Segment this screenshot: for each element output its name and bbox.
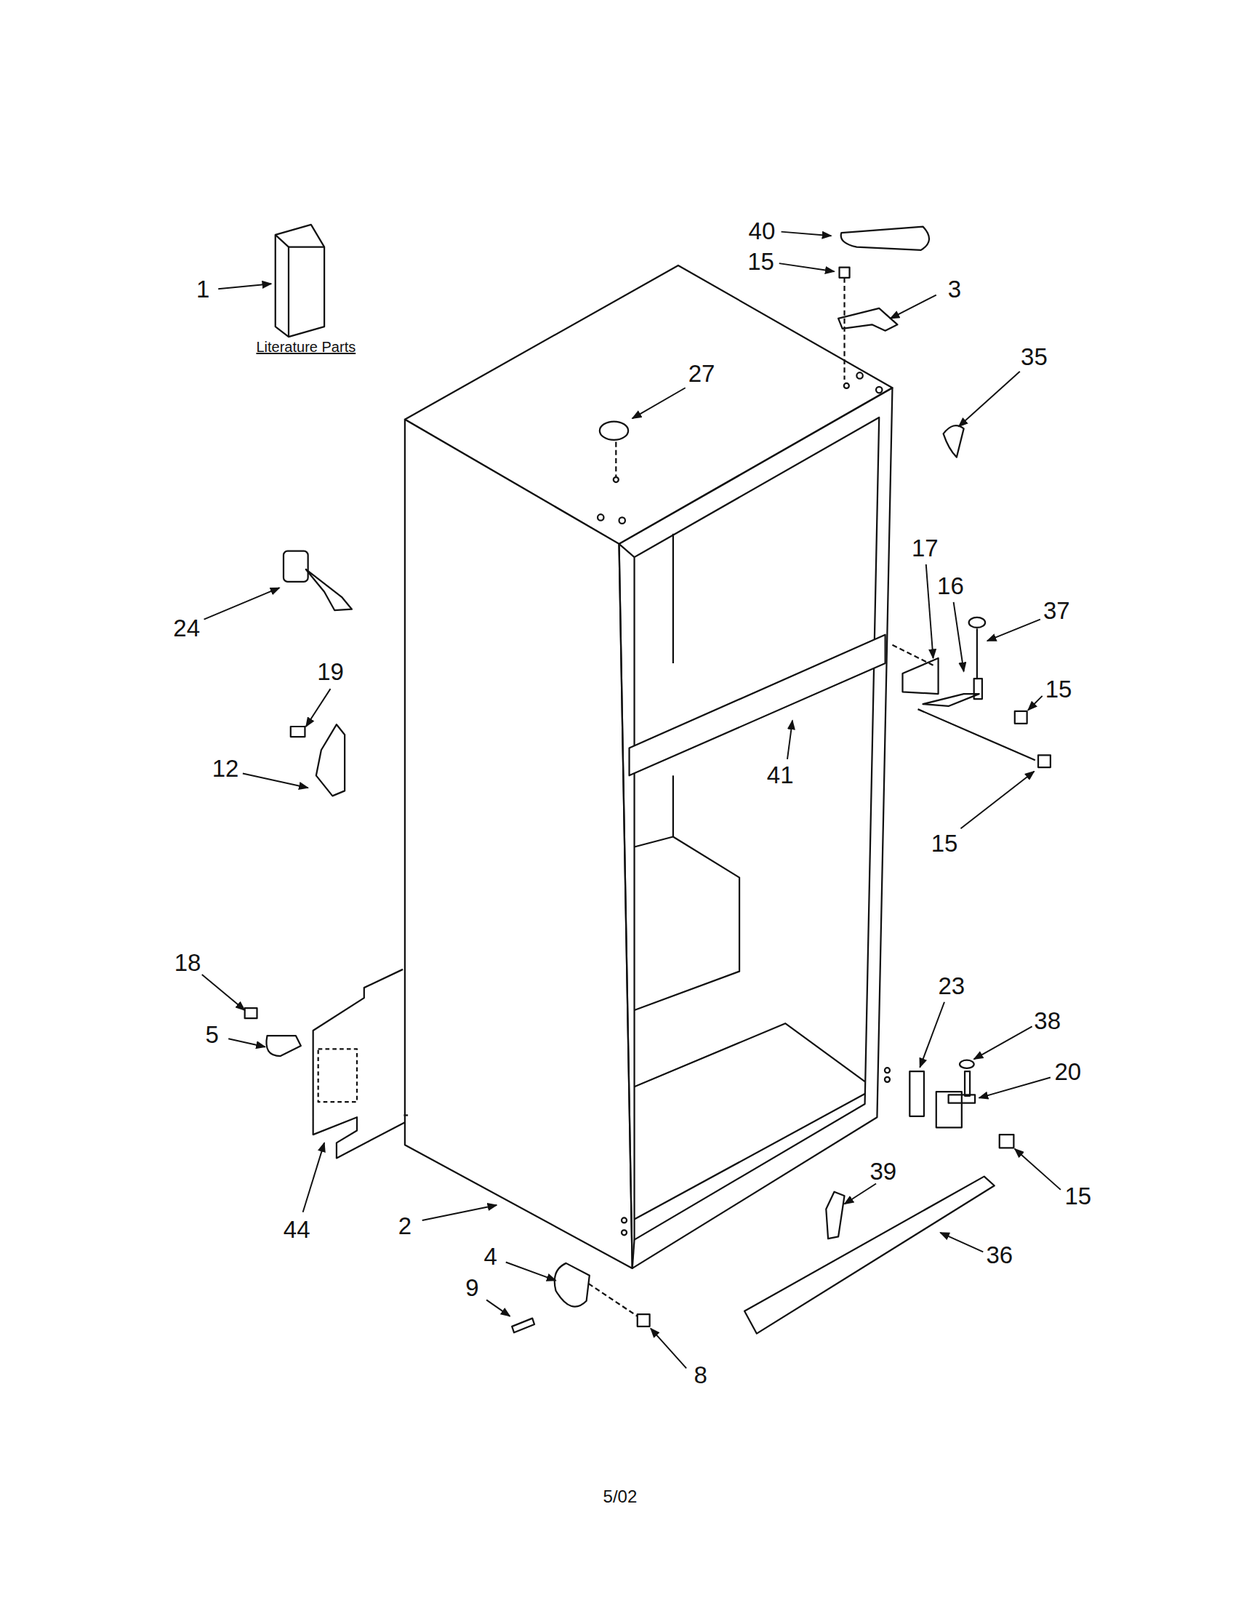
callout-number: 38 [1033, 1007, 1061, 1032]
callout-number: 36 [985, 1242, 1013, 1267]
section-caption: Literature Parts [255, 339, 356, 355]
callout-number: 20 [1054, 1058, 1082, 1083]
revision-date: 5/02 [603, 1487, 638, 1505]
callout-number: 15 [931, 830, 959, 855]
callout-number: 24 [173, 615, 200, 640]
callout-number: 15 [1064, 1183, 1092, 1208]
callout-number: 37 [1043, 597, 1071, 622]
callout-number: 39 [869, 1158, 897, 1183]
callout-number: 2 [398, 1212, 412, 1237]
callout-number: 44 [283, 1217, 311, 1241]
callout-number: 15 [1045, 676, 1073, 701]
callout-number: 27 [688, 361, 716, 386]
callout-number: 1 [196, 276, 210, 301]
callout-number: 16 [937, 573, 965, 598]
callout-number: 9 [465, 1275, 479, 1300]
callout-number: 40 [748, 218, 776, 243]
callout-number: 4 [484, 1243, 498, 1268]
callout-number: 19 [316, 659, 344, 684]
callout-number: 18 [174, 949, 202, 974]
callout-number: 35 [1020, 343, 1048, 368]
callout-number: 3 [948, 276, 962, 301]
callout-number: 5 [205, 1022, 219, 1047]
callout-number: 12 [212, 756, 240, 781]
callout-number: 17 [911, 535, 939, 560]
callout-number: 8 [694, 1361, 708, 1386]
callout-number: 23 [937, 973, 965, 998]
callout-number: 41 [766, 761, 794, 786]
callout-number: 15 [747, 249, 775, 274]
